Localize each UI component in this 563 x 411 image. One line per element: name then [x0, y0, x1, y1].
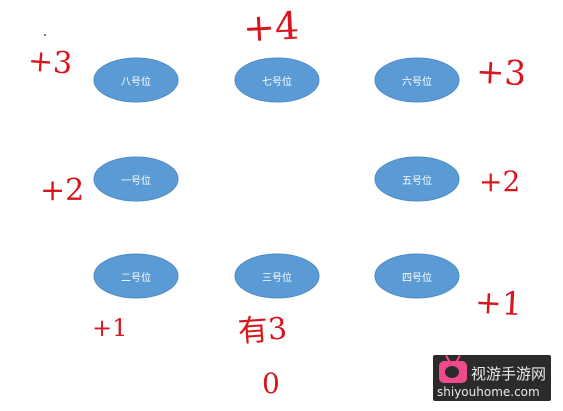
- seat-1-ellipse: [93, 156, 179, 202]
- seat-5-ellipse: [374, 156, 460, 202]
- seat-2-label: 二号位: [121, 272, 151, 284]
- seat-7-ellipse: [234, 57, 320, 103]
- seat-2: 二号位: [93, 253, 179, 299]
- seat-4-label: 四号位: [402, 272, 432, 284]
- annotation-seat-7: +4: [241, 3, 301, 51]
- seat-3-label: 三号位: [262, 272, 292, 284]
- seat-1: 一号位: [93, 156, 179, 202]
- seat-8: 八号位: [93, 57, 179, 103]
- watermark-brand: 视游手游网: [471, 365, 547, 383]
- stray-dot: [44, 34, 46, 36]
- annotation-seat-3-text: 有3: [236, 311, 289, 350]
- seat-6-label: 六号位: [402, 76, 432, 88]
- seat-2-ellipse: [93, 253, 179, 299]
- annotation-seat-3-value: 0: [262, 367, 280, 400]
- annotation-seat-4: +1: [474, 282, 524, 324]
- seat-4: 四号位: [374, 253, 460, 299]
- seat-7-label: 七号位: [262, 76, 292, 88]
- watermark-domain: shiyouhome.com: [437, 385, 540, 399]
- seat-5-label: 五号位: [402, 175, 432, 187]
- seat-7: 七号位: [234, 57, 320, 103]
- seat-3: 三号位: [234, 253, 320, 299]
- seat-6: 六号位: [374, 57, 460, 103]
- annotation-seat-5: +2: [479, 165, 521, 198]
- seat-1-label: 一号位: [121, 175, 151, 187]
- tv-logo-icon: [439, 361, 467, 383]
- seat-4-ellipse: [374, 253, 460, 299]
- annotation-seat-2: +1: [92, 314, 128, 342]
- annotation-seat-1: +2: [40, 173, 85, 208]
- annotation-seat-8: +3: [26, 43, 74, 82]
- annotation-seat-6: +3: [474, 51, 528, 95]
- seat-3-ellipse: [234, 253, 320, 299]
- seat-6-ellipse: [374, 57, 460, 103]
- site-watermark: 视游手游网 shiyouhome.com: [433, 355, 551, 401]
- seat-5: 五号位: [374, 156, 460, 202]
- seat-8-ellipse: [93, 57, 179, 103]
- seat-8-label: 八号位: [121, 76, 151, 88]
